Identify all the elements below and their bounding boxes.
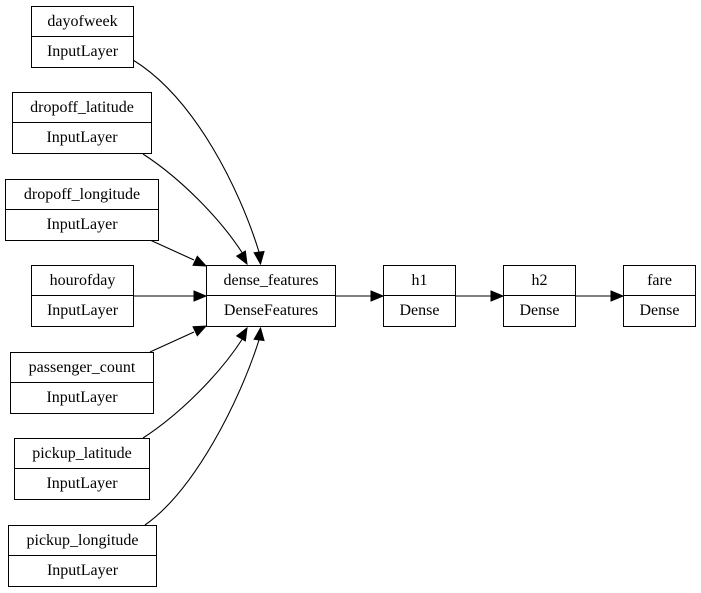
- node-pickup-latitude: pickup_latitude InputLayer: [14, 438, 150, 500]
- arrowhead-h2-to-fare: [610, 290, 625, 302]
- arrowhead-hourofday-to-dense_features: [193, 290, 208, 302]
- arrowhead-h1-to-h2: [490, 290, 505, 302]
- node-dayofweek: dayofweek InputLayer: [31, 6, 134, 68]
- node-type: Dense: [519, 302, 560, 319]
- node-name: passenger_count: [11, 353, 153, 383]
- edge-passenger_count-to-dense_features: [149, 331, 195, 353]
- node-fare: fare Dense: [623, 265, 696, 327]
- edge-pickup_longitude-to-dense_features: [144, 339, 260, 526]
- edge-dropoff_latitude-to-dense_features: [142, 153, 244, 255]
- node-hourofday: hourofday InputLayer: [31, 265, 134, 327]
- node-pickup-longitude: pickup_longitude InputLayer: [8, 525, 157, 587]
- node-name: dense_features: [207, 266, 335, 296]
- edge-dropoff_longitude-to-dense_features: [149, 239, 195, 261]
- node-type: InputLayer: [46, 389, 118, 406]
- node-dropoff-longitude: dropoff_longitude InputLayer: [5, 179, 159, 241]
- node-passenger-count: passenger_count InputLayer: [10, 352, 154, 414]
- node-type: InputLayer: [46, 562, 119, 579]
- node-type: InputLayer: [46, 302, 119, 319]
- node-type: InputLayer: [46, 43, 119, 60]
- arrowhead-passenger_count-to-dense_features: [192, 325, 208, 337]
- node-name: dayofweek: [32, 7, 133, 37]
- arrowhead-pickup_longitude-to-dense_features: [253, 326, 265, 342]
- node-name: hourofday: [32, 266, 133, 296]
- node-type: Dense: [639, 302, 680, 319]
- node-name: fare: [624, 266, 695, 296]
- node-name: pickup_longitude: [9, 526, 156, 556]
- edge-dayofweek-to-dense_features: [132, 59, 260, 253]
- arrowhead-dropoff_longitude-to-dense_features: [192, 255, 208, 267]
- node-name: h1: [384, 266, 455, 296]
- node-name: dropoff_latitude: [13, 93, 151, 123]
- node-type: DenseFeatures: [223, 302, 319, 319]
- node-dense-features: dense_features DenseFeatures: [206, 265, 336, 327]
- arrowhead-dropoff_latitude-to-dense_features: [235, 250, 248, 266]
- node-name: pickup_latitude: [15, 439, 149, 469]
- arrowhead-dayofweek-to-dense_features: [253, 250, 265, 266]
- node-type: InputLayer: [46, 475, 118, 492]
- node-name: h2: [504, 266, 575, 296]
- arrowhead-dense_features-to-h1: [370, 290, 385, 302]
- node-type: Dense: [399, 302, 440, 319]
- edge-pickup_latitude-to-dense_features: [142, 337, 244, 439]
- node-h2: h2 Dense: [503, 265, 576, 327]
- node-dropoff-latitude: dropoff_latitude InputLayer: [12, 92, 152, 154]
- arrowhead-pickup_latitude-to-dense_features: [235, 326, 248, 342]
- node-name: dropoff_longitude: [6, 180, 158, 210]
- node-type: InputLayer: [46, 216, 118, 233]
- node-type: InputLayer: [46, 129, 118, 146]
- node-h1: h1 Dense: [383, 265, 456, 327]
